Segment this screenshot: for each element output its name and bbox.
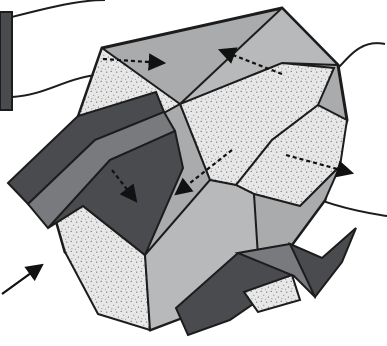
main-aggregate	[8, 8, 356, 335]
dark-grain-bottom-right	[290, 228, 356, 297]
boundary-line-icon	[12, 75, 95, 97]
boundary-line-icon	[0, 0, 105, 20]
left-stub	[0, 12, 12, 110]
pointer-arrow-icon	[2, 265, 42, 294]
partial-dark-grain	[0, 12, 12, 110]
